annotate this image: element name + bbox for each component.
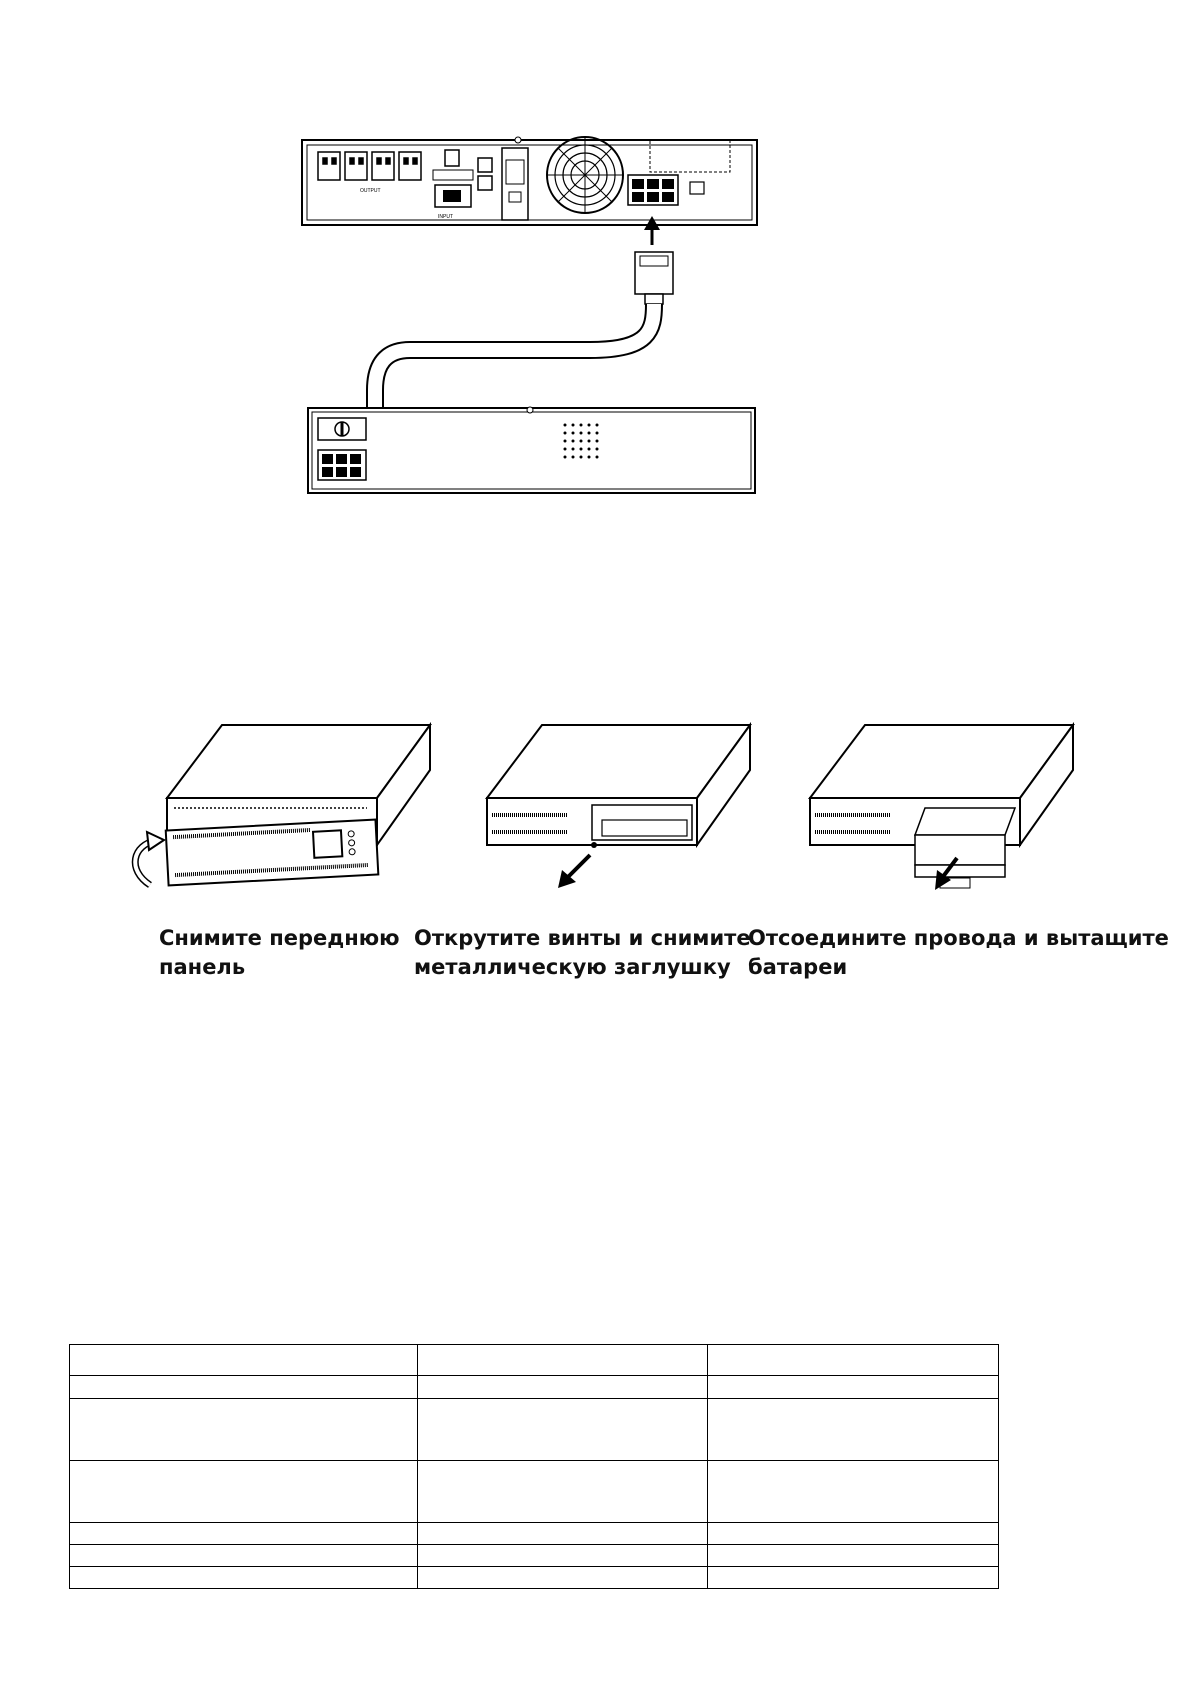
arrow-down-left-icon [558,853,592,888]
ups-battery-connection-diagram: OUTPUT INPUT [301,136,758,494]
table-cell [69,1344,418,1376]
table-cell [707,1460,999,1523]
table-cell [69,1522,418,1545]
table-cell [69,1544,418,1567]
table-cell [69,1398,418,1461]
step1-remove-front-panel-illustration [131,721,432,888]
table-cell [69,1460,418,1523]
table-cell [707,1522,999,1545]
fan-grille [546,136,624,214]
table-cell [69,1566,418,1589]
table-row [69,1522,999,1545]
specifications-table [69,1344,999,1589]
ups-rear-panel: OUTPUT INPUT [301,136,758,226]
vent-holes [563,423,599,459]
table-row [69,1398,999,1461]
table-row [69,1375,999,1399]
table-cell [416,1344,709,1376]
table-cell [707,1344,999,1376]
step3-caption-line2: батареи [748,955,848,979]
table-row [69,1344,999,1376]
table-cell [707,1566,999,1589]
input-label: INPUT [438,214,453,220]
table-cell [416,1375,709,1399]
table-cell [416,1398,709,1461]
step1-caption: Снимите переднюю панель [159,924,400,982]
table-row [69,1566,999,1589]
step3-caption-line1: Отсоедините провода и вытащите [748,926,1169,950]
table-cell [707,1375,999,1399]
table-cell [416,1544,709,1567]
arrow-up-icon [644,216,660,245]
step1-caption-line1: Снимите переднюю [159,926,400,950]
step2-caption-line1: Открутите винты и снимите [414,926,751,950]
table-row [69,1460,999,1523]
table-cell [707,1544,999,1567]
arrow-down-left-icon [935,856,959,890]
table-row [69,1544,999,1567]
step3-remove-batteries-illustration [807,721,1075,890]
battery-pack-rear-panel [307,406,756,494]
table-cell [707,1398,999,1461]
step3-caption: Отсоедините провода и вытащите батареи [748,924,1169,982]
output-label: OUTPUT [360,188,381,194]
table-cell [69,1375,418,1399]
table-cell [416,1566,709,1589]
step2-caption: Открутите винты и снимите металлическую … [414,924,751,982]
output-sockets [317,151,422,181]
step2-caption-line2: металлическую заглушку [414,955,731,979]
table-cell [416,1460,709,1523]
step1-caption-line2: панель [159,955,246,979]
step2-remove-metal-cover-illustration [484,721,752,888]
table-cell [416,1522,709,1545]
